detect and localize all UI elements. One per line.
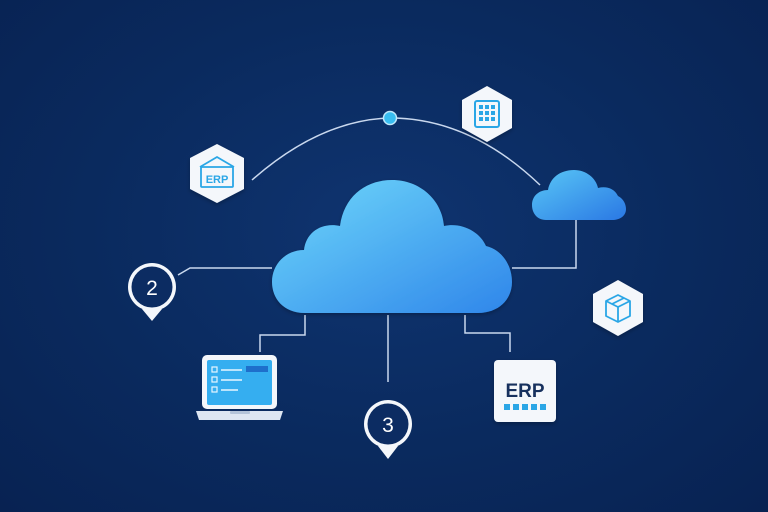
pin-2-number: 2 bbox=[146, 277, 158, 300]
small-cloud-icon bbox=[532, 170, 626, 220]
erp-tile-node: ERP bbox=[494, 360, 556, 422]
building-node bbox=[462, 86, 512, 142]
arc-node-dot bbox=[382, 110, 398, 126]
erp-warehouse-node: ERP bbox=[190, 144, 244, 203]
laptop-icon bbox=[196, 355, 283, 420]
erp-tile-label: ERP bbox=[505, 381, 544, 402]
connector-erp bbox=[464, 315, 511, 352]
main-cloud-icon bbox=[272, 180, 512, 313]
building-icon bbox=[474, 100, 500, 128]
warehouse-erp-icon bbox=[199, 155, 235, 188]
connector-laptop bbox=[259, 315, 306, 352]
map-pin-2: 2 bbox=[128, 263, 176, 321]
erp-warehouse-label: ERP bbox=[206, 174, 229, 186]
package-node bbox=[593, 280, 643, 336]
connector-small-cloud bbox=[512, 220, 577, 269]
map-pin-3: 3 bbox=[364, 400, 412, 459]
package-box-icon bbox=[605, 294, 631, 323]
connector-pin2 bbox=[177, 267, 272, 276]
erp-grid-icon bbox=[504, 404, 546, 410]
pin-3-number: 3 bbox=[382, 414, 394, 437]
